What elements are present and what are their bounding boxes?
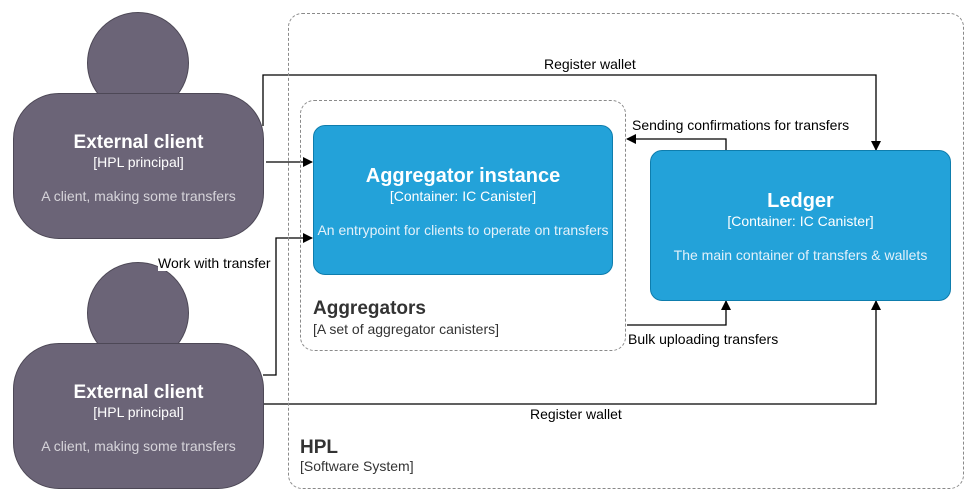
aggregator-instance[interactable]: Aggregator instance [Container: IC Canis… (313, 125, 613, 275)
edge-work-with-transfer (263, 233, 313, 376)
edge-label-bulk-uploading: Bulk uploading transfers (628, 331, 779, 347)
person-description: A client, making some transfers (41, 188, 236, 204)
container-description: An entrypoint for clients to operate on … (317, 222, 609, 238)
person-title: External client (73, 382, 204, 403)
hpl-boundary-title: HPL (300, 437, 338, 458)
container-subtitle: [Container: IC Canister] (389, 188, 537, 204)
edge-label-register-wallet-bottom: Register wallet (530, 406, 622, 422)
person-description: A client, making some transfers (41, 438, 236, 454)
edge-label-sending-confirmations: Sending confirmations for transfers (632, 117, 850, 133)
person-subtitle: [HPL principal] (93, 404, 184, 420)
edge-label-register-wallet-top: Register wallet (544, 56, 636, 72)
external-client-1[interactable]: External client [HPL principal] A client… (13, 93, 264, 239)
aggregators-boundary-title: Aggregators (313, 298, 426, 319)
container-subtitle: [Container: IC Canister] (727, 213, 874, 229)
container-description: The main container of transfers & wallet… (673, 247, 928, 263)
edge-sending-confirmations (626, 134, 727, 150)
hpl-boundary-subtitle: [Software System] (300, 458, 414, 474)
person-title: External client (73, 132, 204, 153)
edge-register-wallet-top (262, 74, 881, 151)
aggregators-boundary-subtitle: [A set of aggregator canisters] (313, 321, 499, 337)
container-title: Ledger (767, 190, 834, 212)
ledger[interactable]: Ledger [Container: IC Canister] The main… (650, 150, 951, 301)
hpl-boundary (288, 13, 964, 489)
edge-bulk-uploading (627, 300, 731, 326)
aggregators-boundary (300, 100, 626, 351)
person-subtitle: [HPL principal] (93, 154, 184, 170)
edge-label-work-with-transfer: Work with transfer (158, 255, 271, 271)
edge-register-wallet-bottom (263, 300, 881, 405)
external-client-2[interactable]: External client [HPL principal] A client… (13, 343, 264, 489)
container-title: Aggregator instance (365, 165, 561, 187)
